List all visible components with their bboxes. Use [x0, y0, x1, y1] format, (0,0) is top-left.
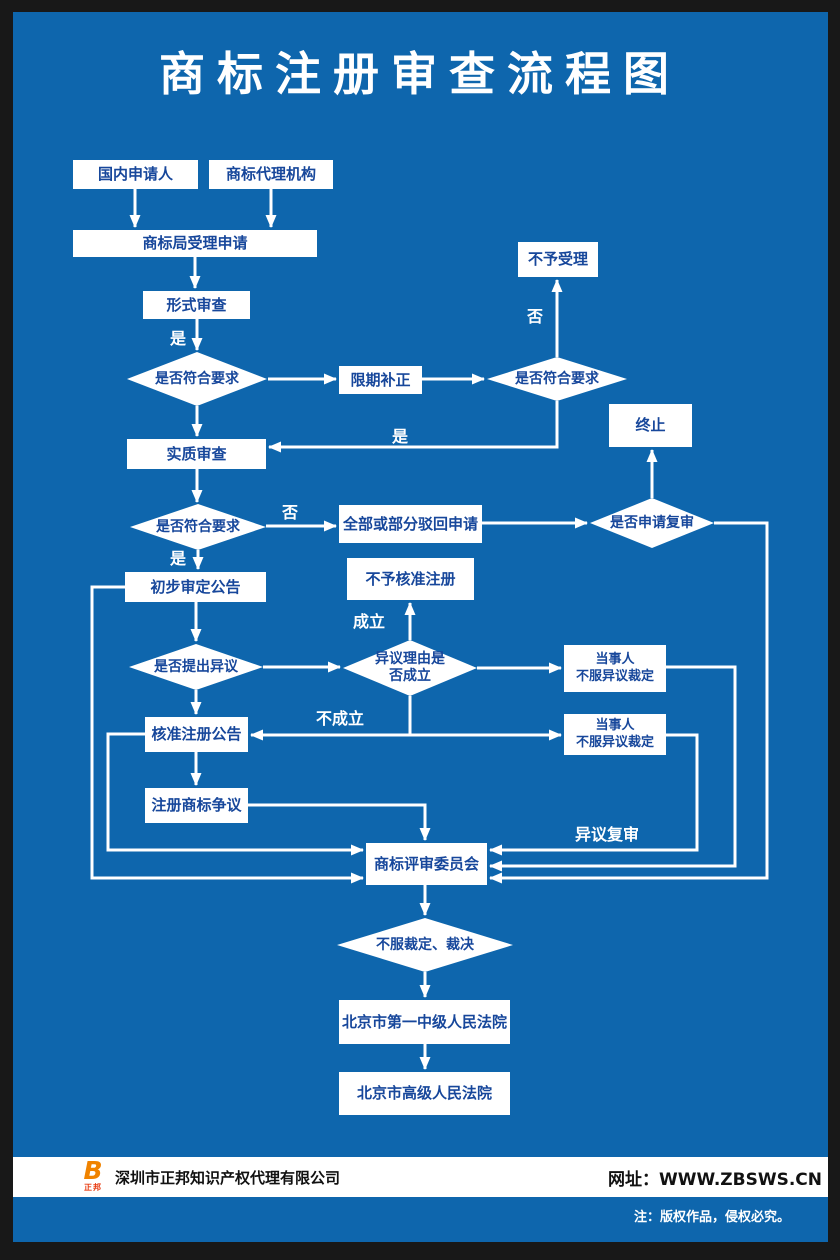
node-party-dissatisfied-1: 当事人 不服异议裁定 — [564, 645, 666, 692]
edge-label-yes-1: 是 — [170, 329, 187, 348]
node-substantive-exam: 实质审查 — [127, 439, 266, 469]
node-applicant: 国内申请人 — [73, 160, 198, 189]
node-reject-application: 全部或部分驳回申请 — [339, 505, 482, 543]
diamond-label-objection-check: 是否提出异议 — [154, 658, 238, 675]
node-preliminary-announcement: 初步审定公告 — [125, 572, 266, 602]
node-terminate: 终止 — [609, 404, 692, 447]
diamond-label-review-check: 是否申请复审 — [610, 514, 694, 531]
footer-strip — [13, 1157, 828, 1197]
page-title: 商标注册审查流程图 — [159, 47, 681, 101]
website-url: 网址：WWW.ZBSWS.CN — [607, 1170, 822, 1190]
edge-label-established: 成立 — [353, 612, 386, 631]
edge-label-no-2: 否 — [282, 503, 299, 522]
node-no-approval: 不予核准注册 — [347, 558, 474, 600]
node-not-accepted: 不予受理 — [518, 242, 598, 277]
node-review-board: 商标评审委员会 — [366, 843, 487, 885]
node-trademark-dispute: 注册商标争议 — [145, 788, 248, 823]
edge-label-not-established: 不成立 — [316, 709, 365, 728]
diamond-label-appeal-check: 不服裁定、裁决 — [376, 936, 474, 953]
diamond-label-check1: 是否符合要求 — [155, 370, 239, 387]
node-approval-announcement: 核准注册公告 — [145, 717, 248, 752]
diamond-label-objection-valid: 异议理由是 否成立 — [375, 651, 445, 684]
node-party-dissatisfied-2: 当事人 不服异议裁定 — [564, 714, 666, 755]
edge-label-yes-2: 是 — [392, 427, 409, 446]
node-higher-court: 北京市高级人民法院 — [339, 1072, 510, 1115]
diamond-label-check3: 是否符合要求 — [156, 518, 240, 535]
node-correction: 限期补正 — [339, 366, 422, 394]
node-accept: 商标局受理申请 — [73, 230, 317, 257]
zhengbang-logo: B 正邦 — [76, 1158, 110, 1196]
diamond-label-check2: 是否符合要求 — [515, 370, 599, 387]
node-formal-exam: 形式审查 — [143, 291, 250, 319]
logo-mark-icon: B — [83, 1156, 103, 1185]
edge-label-yes-3: 是 — [170, 549, 187, 568]
copyright-note: 注：版权作品，侵权必究。 — [633, 1210, 790, 1225]
logo-name: 正邦 — [84, 1183, 102, 1192]
node-agency: 商标代理机构 — [209, 160, 333, 189]
edge-label-objection-review: 异议复审 — [575, 825, 640, 844]
company-name: 深圳市正邦知识产权代理有限公司 — [115, 1169, 341, 1187]
blue-panel — [13, 12, 828, 1242]
node-intermediate-court: 北京市第一中级人民法院 — [339, 1000, 510, 1044]
edge-label-no-1: 否 — [527, 307, 544, 326]
